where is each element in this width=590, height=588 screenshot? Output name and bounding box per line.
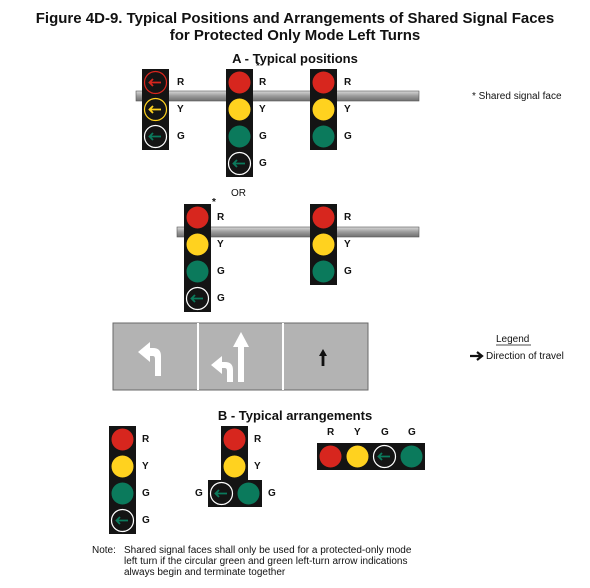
label-g: G (268, 488, 276, 499)
label-g: G (142, 488, 150, 499)
label-y: Y (354, 427, 361, 438)
left-through-arrow-icon (233, 332, 249, 382)
label-g: G (408, 427, 416, 438)
arrangement-b3 (317, 443, 425, 470)
mast-arm-middle (176, 226, 420, 238)
label-g: G (344, 131, 352, 142)
signal-face-a3 (310, 69, 337, 150)
left-arrow-lamp-icon (115, 516, 128, 525)
shared-signal-note: * Shared signal face (472, 91, 562, 102)
label-r: R (344, 212, 352, 223)
note-line2: left turn if the circular green and gree… (124, 556, 408, 567)
arrangement-b1 (109, 426, 136, 534)
label-y: Y (344, 239, 351, 250)
label-y: Y (344, 104, 351, 115)
label-g: G (217, 266, 225, 277)
or-label: OR (231, 188, 246, 199)
label-g: G (217, 293, 225, 304)
note-line1: Shared signal faces shall only be used f… (124, 545, 412, 556)
through-arrow-icon (319, 349, 327, 366)
left-arrow-lamp-icon (377, 452, 390, 461)
roadway-lanes (112, 322, 369, 391)
left-through-arrow-icon (211, 356, 233, 382)
label-g: G (177, 131, 185, 142)
label-r: R (259, 77, 267, 88)
note-prefix: Note: (92, 545, 116, 556)
label-g: G (344, 266, 352, 277)
note-line3: always begin and terminate together (124, 567, 286, 578)
left-arrow-lamp-icon (148, 78, 161, 87)
label-y: Y (142, 461, 149, 472)
figure-title-line1: Figure 4D-9. Typical Positions and Arran… (35, 10, 555, 27)
label-g: G (381, 427, 389, 438)
left-turn-arrow-icon (138, 342, 161, 376)
label-g: G (259, 158, 267, 169)
label-y: Y (217, 239, 224, 250)
signal-face-a2-shared (226, 69, 253, 177)
label-r: R (217, 212, 225, 223)
section-a-title: A - Typical positions (232, 51, 358, 66)
label-g: G (195, 488, 203, 499)
label-r: R (327, 427, 335, 438)
label-r: R (177, 77, 185, 88)
signal-face-a1 (142, 69, 169, 150)
signal-face-a5 (310, 204, 337, 285)
shared-asterisk: * (212, 197, 216, 208)
mast-arm-top (135, 90, 420, 102)
label-y: Y (259, 104, 266, 115)
label-g: G (142, 515, 150, 526)
left-arrow-lamp-icon (148, 132, 161, 141)
label-y: Y (177, 104, 184, 115)
arrangement-b2 (208, 426, 262, 507)
label-g: G (259, 131, 267, 142)
label-r: R (142, 434, 150, 445)
legend-direction-label: Direction of travel (486, 351, 564, 362)
direction-arrow-icon (470, 351, 484, 361)
shared-asterisk: * (256, 61, 260, 72)
left-arrow-lamp-icon (232, 159, 245, 168)
label-r: R (254, 434, 262, 445)
legend-title: Legend (496, 334, 530, 345)
signal-face-a4-shared (184, 204, 211, 312)
label-r: R (344, 77, 352, 88)
left-arrow-lamp-icon (148, 105, 161, 114)
label-y: Y (254, 461, 261, 472)
left-arrow-lamp-icon (214, 489, 227, 498)
section-b-title: B - Typical arrangements (217, 408, 373, 423)
figure-title-line2: for Protected Only Mode Left Turns (169, 27, 421, 44)
left-arrow-lamp-icon (190, 294, 203, 303)
